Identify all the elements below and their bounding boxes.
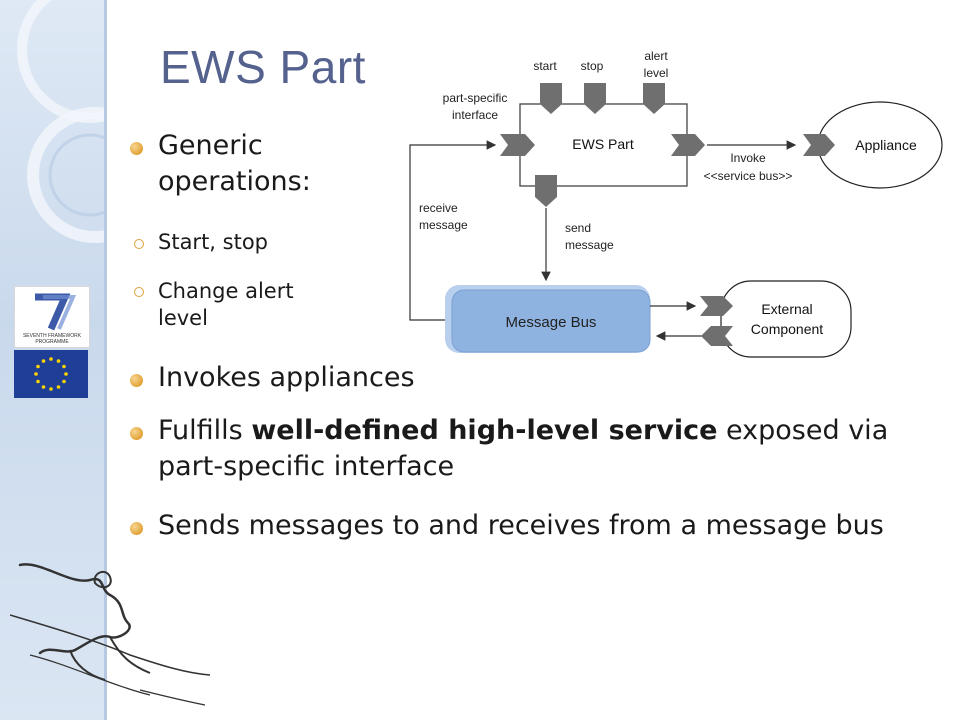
- fp7-text-1: SEVENTH FRAMEWORK: [23, 333, 82, 339]
- receive-arrow: [409, 140, 497, 321]
- ews-part-box-label: EWS Part: [572, 136, 634, 152]
- eu-stars-icon: [34, 357, 68, 391]
- start-connector-icon: [540, 83, 562, 114]
- interface-label-2: interface: [452, 108, 498, 122]
- sub-bullet-start-stop: Start, stop: [128, 230, 358, 254]
- bullet-list-2: Invokes appliances: [128, 360, 828, 396]
- eu-star-icon: [41, 359, 46, 363]
- send-label-2: message: [565, 238, 614, 252]
- climber-sketch-icon: [10, 563, 210, 706]
- alert-label-1: alert: [644, 49, 668, 63]
- sub-bullet-alert-level: Change alert level: [128, 278, 348, 332]
- external-label-1: External: [761, 301, 812, 317]
- send-connector-icon: [535, 175, 557, 207]
- receive-label-2: message: [419, 218, 468, 232]
- eu-star-icon: [64, 372, 68, 376]
- fulfills-text-1: Fulfills: [158, 415, 252, 446]
- eu-star-icon: [36, 379, 40, 384]
- fp7-text-2: PROGRAMME: [35, 339, 69, 345]
- invoke-label-1: Invoke: [730, 151, 766, 165]
- external-in-connector-icon: [700, 296, 733, 316]
- receive-label-1: receive: [419, 201, 458, 215]
- interface-label-1: part-specific: [443, 91, 508, 105]
- eu-star-icon: [49, 387, 53, 391]
- fulfills-text-2: exposed via part-specific interface: [158, 415, 889, 482]
- alert-label-2: level: [644, 66, 669, 80]
- fp7-logo: SEVENTH FRAMEWORK PROGRAMME: [14, 286, 90, 348]
- invoke-connector-icon: [671, 134, 705, 156]
- bullet-list-3: Fulfills well-defined high-level service…: [128, 413, 928, 485]
- interface-connector-icon: [500, 134, 535, 156]
- message-bus: [451, 289, 651, 353]
- sub-bullet-list: Start, stop: [128, 230, 358, 254]
- bullet-generic-operations: Generic operations:: [128, 128, 388, 200]
- eu-star-icon: [34, 372, 38, 376]
- external-component-box: [720, 280, 852, 358]
- external-label-2: Component: [751, 321, 823, 337]
- bullet-fulfills-service: Fulfills well-defined high-level service…: [128, 413, 928, 485]
- stop-connector-icon: [584, 83, 606, 114]
- band-divider: [104, 0, 107, 720]
- eu-star-icon: [62, 379, 66, 384]
- eu-star-icon: [41, 385, 46, 389]
- bullet-sends-messages: Sends messages to and receives from a me…: [128, 508, 928, 544]
- ews-part-box: [519, 103, 688, 187]
- page-title: EWS Part: [160, 41, 366, 93]
- start-label: start: [533, 59, 557, 73]
- send-label-1: send: [565, 221, 591, 235]
- sub-bullet-list-2: Change alert level: [128, 278, 348, 332]
- external-out-connector-icon: [701, 326, 733, 346]
- eu-flag: [14, 350, 88, 398]
- ews-architecture-diagram: EWS Part start stop alert level part-spe…: [409, 49, 943, 358]
- bullet-invokes-appliances: Invokes appliances: [128, 360, 828, 396]
- eu-star-icon: [62, 364, 66, 369]
- stop-label: stop: [581, 59, 604, 73]
- eu-star-icon: [56, 385, 61, 389]
- invoke-label-2: <<service bus>>: [704, 169, 793, 183]
- appliance-connector-icon: [803, 134, 835, 156]
- bullet-list: Generic operations:: [128, 128, 388, 200]
- alert-level-connector-icon: [643, 83, 665, 114]
- eu-star-icon: [36, 364, 40, 369]
- appliance-label: Appliance: [855, 137, 917, 153]
- message-bus-label: Message Bus: [506, 314, 597, 331]
- eu-star-icon: [49, 357, 53, 361]
- fulfills-text-bold: well-defined high-level service: [251, 415, 718, 446]
- eu-star-icon: [56, 359, 61, 363]
- bullet-list-4: Sends messages to and receives from a me…: [128, 508, 928, 544]
